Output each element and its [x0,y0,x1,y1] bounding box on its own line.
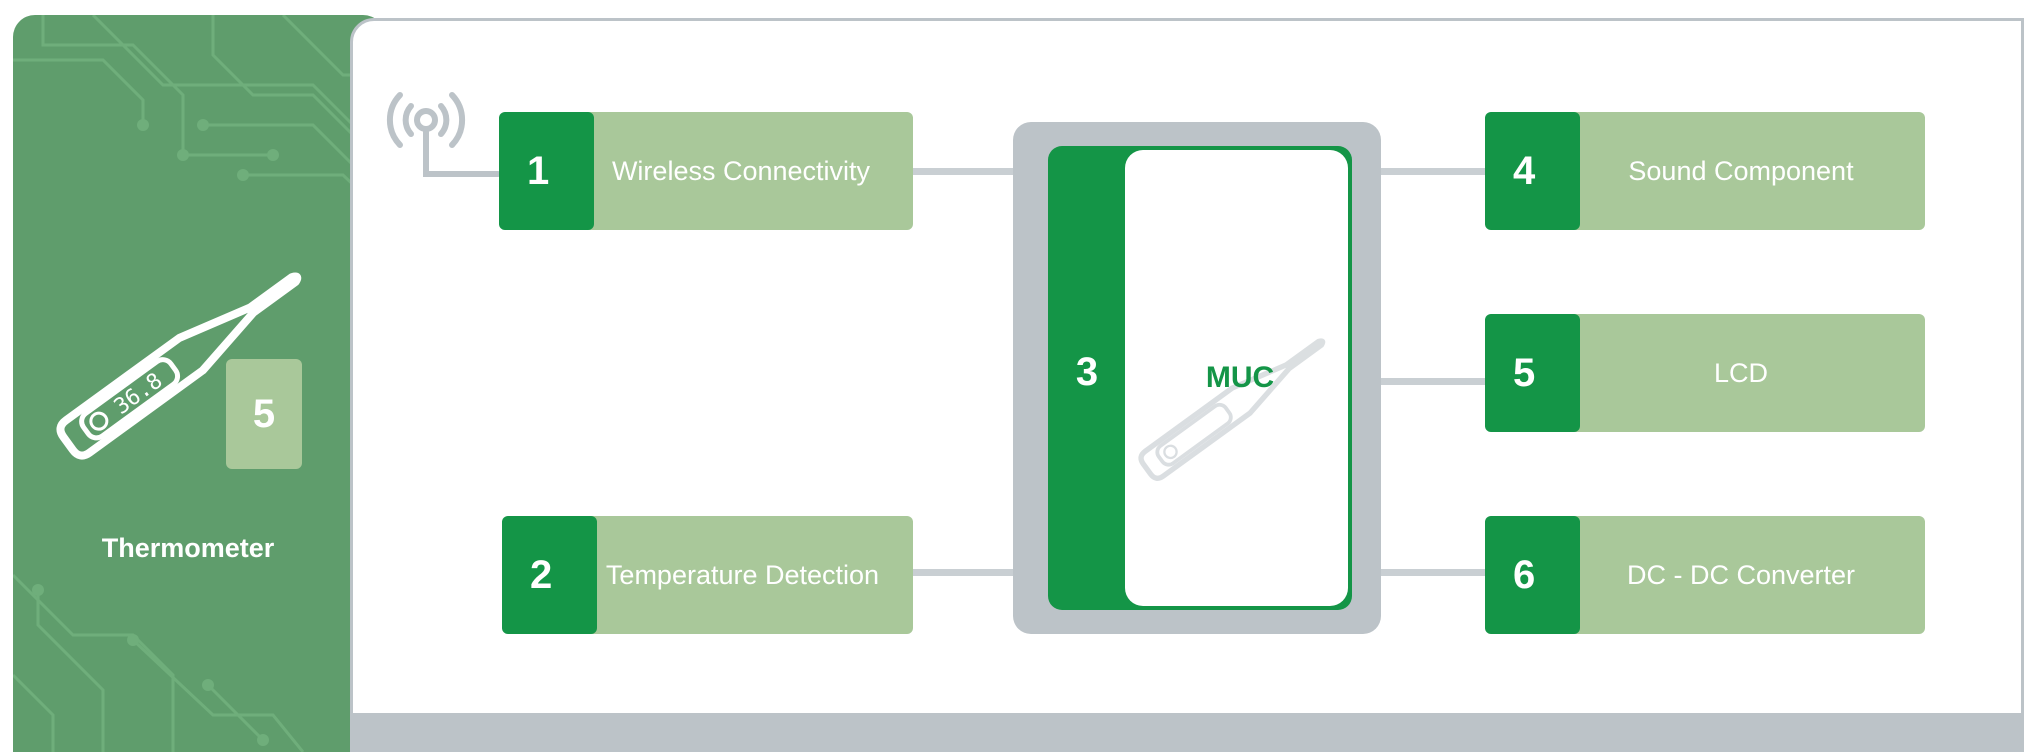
wireless-signal-icon [386,92,501,177]
block-label: Wireless Connectivity [569,112,913,230]
thermometer-callout: 5 [226,359,302,469]
mcu-inner [1125,150,1348,606]
device-panel: 36.8 5 Thermometer [13,15,385,752]
block-number: 5 [1485,314,1580,432]
block-number: 1 [499,112,594,230]
mcu-thermometer-icon [1138,338,1326,481]
block-temperature-detection: Temperature Detection 2 [502,516,913,634]
block-label: Sound Component [1557,112,1925,230]
circuit-pattern-icon [13,15,385,752]
block-label: DC - DC Converter [1557,516,1925,634]
block-number: 6 [1485,516,1580,634]
mcu-label: MUC [1205,361,1275,394]
connector-line [912,569,1015,576]
connector-line [1380,569,1485,576]
block-number: 4 [1485,112,1580,230]
thermometer-icon: 36.8 [56,272,302,460]
diagram-bottom-bar [350,714,2024,752]
block-lcd: LCD 5 [1485,314,1925,432]
block-number: 2 [502,516,597,634]
block-label: LCD [1557,314,1925,432]
block-label: Temperature Detection [572,516,913,634]
block-dc-dc-converter: DC - DC Converter 6 [1485,516,1925,634]
device-title: Thermometer [101,533,275,563]
block-sound-component: Sound Component 4 [1485,112,1925,230]
connector-line [1380,168,1485,175]
mcu-number: 3 [1075,350,1099,394]
connector-line [1380,378,1485,385]
connector-line [912,168,1015,175]
block-wireless-connectivity: Wireless Connectivity 1 [499,112,913,230]
